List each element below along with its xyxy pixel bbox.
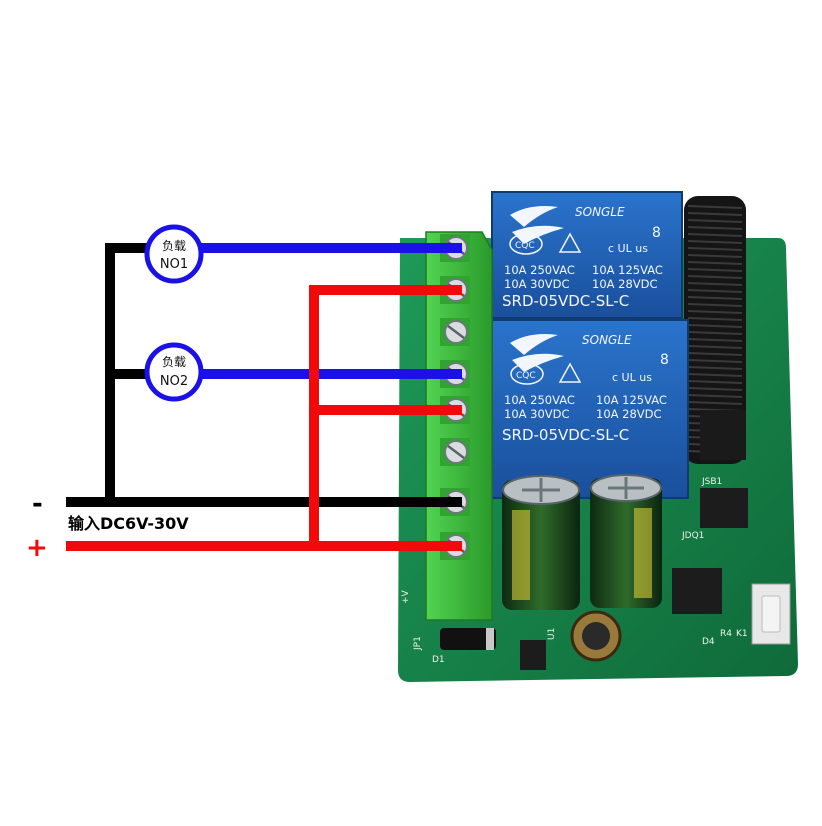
relay-2-cqc: CQC [516, 371, 536, 381]
label-r4: R4 [720, 629, 732, 639]
coil-turn [687, 373, 743, 377]
label-u1: U1 [547, 628, 557, 640]
plus-sign: + [26, 533, 48, 563]
coil-turn [687, 282, 743, 286]
coil-turn [687, 275, 743, 279]
load-no1-ring [144, 224, 204, 284]
terminal-screw[interactable] [440, 438, 470, 466]
label-d1: D1 [432, 655, 445, 665]
coil-turn [687, 268, 743, 272]
label-k1: K1 [736, 629, 748, 639]
relay-2-cqc-ring [510, 363, 544, 385]
coil-turn [687, 226, 743, 230]
load-no1-label-bottom: NO1 [160, 257, 188, 272]
coil-turn [687, 247, 743, 251]
relay-2-brand: SONGLE [582, 333, 632, 347]
inductor [570, 610, 622, 662]
relay-1-body [491, 191, 683, 319]
coil-turn [687, 387, 743, 391]
antenna-base [700, 410, 746, 460]
coil-turn [687, 352, 743, 356]
wire-black-common [105, 243, 150, 502]
relay-1-rating-left-1: 10A 250VAC [504, 263, 575, 277]
coil-turn [687, 219, 743, 223]
relay-2-model: SRD-05VDC-SL-C [502, 426, 629, 444]
relay-1-cqc: CQC [515, 241, 535, 251]
relay-1: SONGLE CQC c UL us 8 10A 250VAC 10A 125V… [491, 191, 683, 319]
coil-turn [687, 380, 743, 384]
coil-turn [687, 310, 743, 314]
input-voltage-label: 输入DC6V-30V [68, 514, 189, 533]
load-no2-label-top: 负载 [162, 355, 186, 369]
relay-1-ul: c UL us [608, 242, 648, 255]
load-no1-label-top: 负载 [162, 239, 186, 253]
terminal-screw[interactable] [440, 318, 470, 346]
diode-band [486, 628, 494, 650]
ic-chip-1 [700, 488, 748, 528]
learn-button[interactable] [751, 583, 791, 645]
label-plus-v: +V [401, 589, 411, 604]
coil-turn [687, 303, 743, 307]
coil-turn [687, 261, 743, 265]
relay-2-rating-left-2: 10A 30VDC [504, 407, 570, 421]
relay-1-digit: 8 [652, 225, 661, 241]
relay-2-logo [510, 334, 564, 372]
coil-turn [687, 331, 743, 335]
label-jdq1: JDQ1 [681, 531, 704, 541]
relay-1-rating-right-2: 10A 28VDC [592, 277, 658, 291]
relay-2-rating-right-2: 10A 28VDC [596, 407, 662, 421]
capacitor-2 [590, 474, 662, 608]
relay-2-digit: 8 [660, 352, 669, 368]
wire-red-com1 [309, 285, 462, 546]
load-no2-label-bottom: NO2 [160, 374, 188, 389]
relay-2-rating-right-1: 10A 125VAC [596, 393, 667, 407]
coil-turn [687, 366, 743, 370]
relay-1-brand: SONGLE [575, 205, 625, 219]
coil-turn [687, 296, 743, 300]
label-jp1: JP1 [413, 636, 423, 651]
relay-1-warning-icon [558, 232, 582, 253]
coil-turn [687, 240, 743, 244]
label-jsb1: JSB1 [701, 477, 722, 487]
capacitor-1 [502, 475, 580, 610]
label-d4: D4 [702, 637, 715, 647]
relay-2-ul: c UL us [612, 371, 652, 384]
regulator-chip [520, 640, 546, 670]
load-no2-ring [144, 342, 204, 402]
relay-1-model: SRD-05VDC-SL-C [502, 292, 629, 310]
coil-turn [687, 254, 743, 258]
load-no1: 负载 NO1 [144, 224, 204, 284]
relay-2-rating-left-1: 10A 250VAC [504, 393, 575, 407]
coil-turn [687, 324, 743, 328]
ic-chip-2 [672, 568, 722, 614]
coil-turn [687, 212, 743, 216]
coil-turn [687, 317, 743, 321]
coil-turn [687, 345, 743, 349]
coil-turn [687, 338, 743, 342]
coil-turn [687, 359, 743, 363]
coil-turn [687, 394, 743, 398]
wires [66, 243, 462, 551]
relay-2-warning-icon [558, 362, 582, 383]
relay-board: SONGLE CQC c UL us 8 10A 250VAC 10A 125V… [398, 191, 798, 682]
coil-turn [687, 205, 743, 209]
relay-1-cqc-ring [509, 233, 543, 255]
diode [440, 628, 496, 650]
load-no2: 负载 NO2 [144, 342, 204, 402]
relay-1-rating-left-2: 10A 30VDC [504, 277, 570, 291]
coil-turn [687, 233, 743, 237]
coil-turn [687, 401, 743, 405]
minus-sign: - [32, 489, 43, 519]
coil-turn [687, 289, 743, 293]
relay-2: SONGLE CQC c UL us 8 10A 250VAC 10A 125V… [491, 319, 689, 499]
relay-1-rating-right-1: 10A 125VAC [592, 263, 663, 277]
